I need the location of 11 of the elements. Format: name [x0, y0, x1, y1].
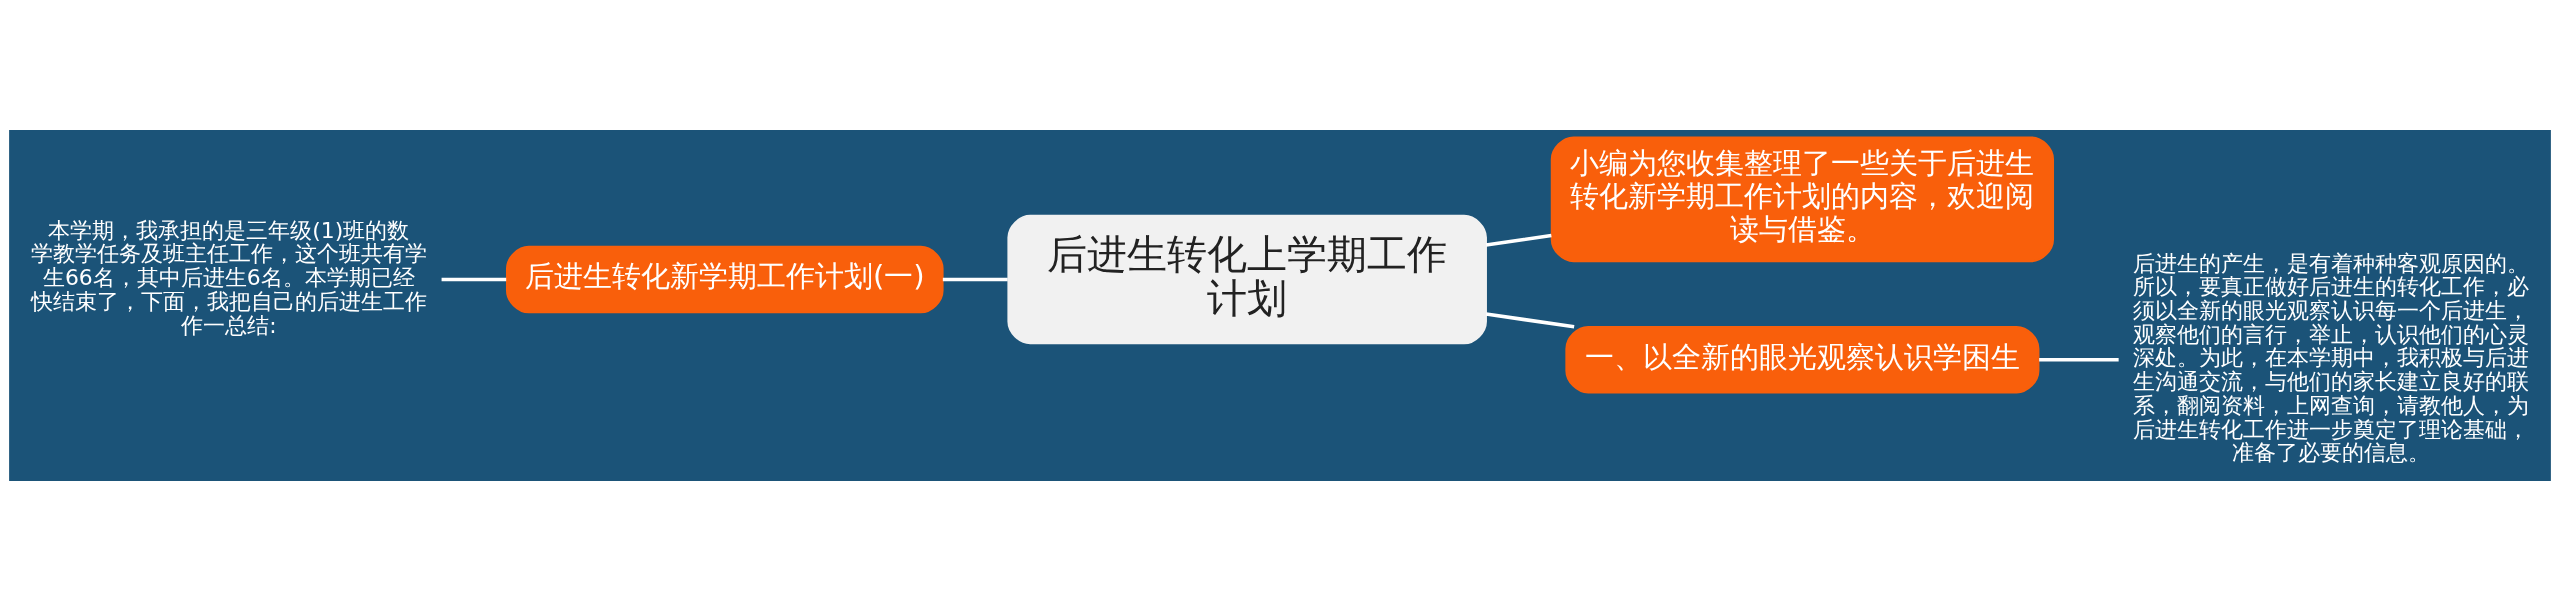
node-text: 本学期，我承担的是三年级(1)班的数学教学任务及班主任工作，这个班共有学生66名，其中后进生6名。本学期已经快结束了，下面，我把自己的后进生工作作一总结: [30, 217, 427, 338]
connector [942, 277, 1008, 282]
node-text: 后进生的产生，是有着种种客观原因的。所以，要真正做好后进生的转化工作，必须以全新的眼光观察认识每一个后进生，观察他们的言行，举止，认识他们的心灵深处。为此，在本学期中，我积极与后进生沟通交流，与他们的家长建立良好的联系，翻阅资料，上网查询，请教他人，为后进生转化工作进一步奠定了理论基础，准备了必要的信息。 [2133, 250, 2530, 466]
node-box: 后进生转化新学期工作计划(一) [505, 245, 944, 314]
connector [1485, 233, 1552, 247]
node-box: 后进生转化上学期工作计划 [1007, 214, 1487, 345]
connector [2039, 357, 2119, 362]
connector [1485, 312, 1575, 329]
node-box: 小编为您收集整理了一些关于后进生转化新学期工作计划的内容，欢迎阅读与借鉴。 [1550, 136, 2054, 263]
node-box: 一、以全新的眼光观察认识学困生 [1565, 326, 2040, 394]
connector [441, 277, 507, 282]
